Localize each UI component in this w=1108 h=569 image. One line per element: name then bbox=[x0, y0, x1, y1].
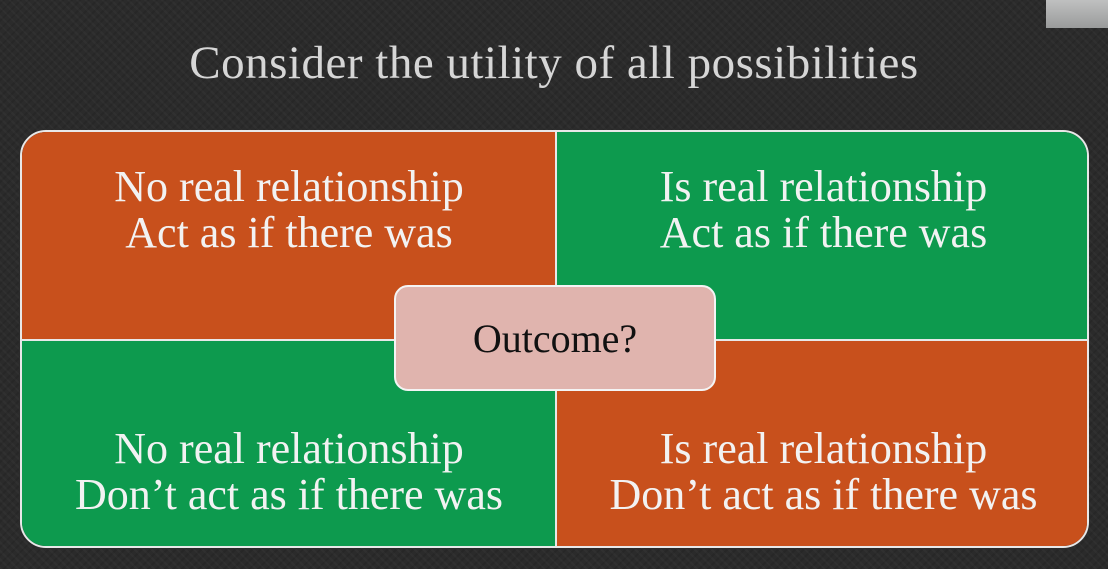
quadrant-line-1: No real relationship bbox=[114, 424, 464, 473]
quadrant-line-2: Don’t act as if there was bbox=[609, 470, 1038, 519]
outcome-label: Outcome? bbox=[472, 315, 638, 361]
quadrant-line-1: Is real relationship bbox=[659, 424, 988, 473]
quadrant-line-1: Is real relationship bbox=[659, 162, 988, 211]
slide-title: Consider the utility of all possibilitie… bbox=[189, 37, 919, 89]
quadrant-line-2: Act as if there was bbox=[125, 208, 453, 257]
presenter-webcam-thumbnail bbox=[1046, 0, 1108, 28]
quadrant-line-2: Don’t act as if there was bbox=[74, 470, 504, 519]
outcome-center-box: Outcome? bbox=[394, 285, 716, 391]
quadrant-line-1: No real relationship bbox=[114, 162, 464, 211]
quadrant-line-2: Act as if there was bbox=[659, 208, 988, 257]
